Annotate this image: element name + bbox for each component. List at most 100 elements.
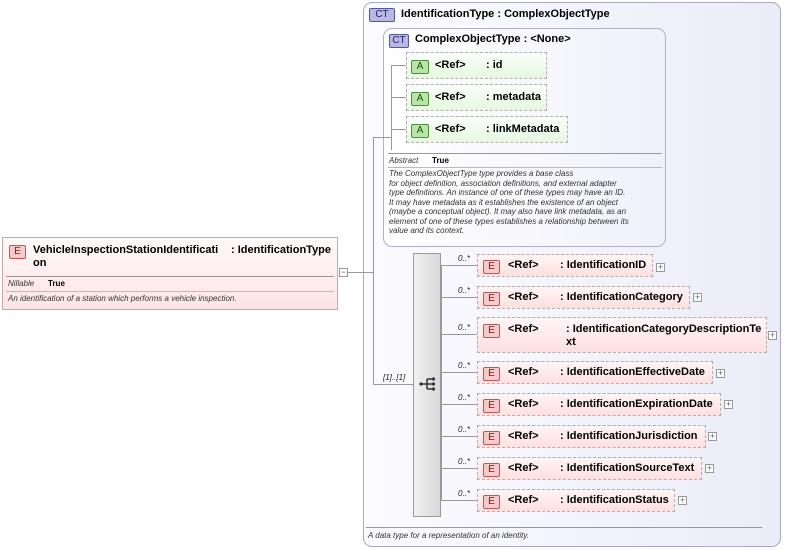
element-identification-category[interactable]: E <Ref> : IdentificationCategory	[477, 286, 690, 309]
attribute-connector	[391, 65, 406, 66]
root-description: An identification of a station which per…	[8, 294, 237, 303]
root-element-box[interactable]: E VehicleInspectionStationIdentificati o…	[2, 237, 338, 310]
element-connector	[441, 436, 477, 437]
element-occurrence: 0..*	[458, 323, 471, 332]
base-type-description: The ComplexObjectType type provides a ba…	[389, 169, 665, 236]
nillable-label: Nillable	[8, 279, 35, 288]
description-line: element of one of these types establishe…	[389, 216, 629, 226]
description-line: type definitions. An instance of one of …	[389, 188, 626, 197]
description-line: value and its context.	[389, 226, 465, 235]
element-ref: <Ref>	[508, 430, 539, 442]
element-identification-category-description-text[interactable]: E <Ref> : IdentificationCategoryDescript…	[477, 317, 767, 353]
element-identification-status[interactable]: E <Ref> : IdentificationStatus	[477, 489, 675, 512]
root-connector	[348, 272, 374, 273]
element-badge: E	[483, 463, 500, 477]
element-connector	[441, 265, 442, 501]
expand-toggle[interactable]: +	[768, 330, 777, 340]
element-ref: <Ref>	[508, 398, 539, 410]
element-name: : IdentificationCategory	[560, 291, 683, 303]
attribute-badge: A	[411, 60, 429, 74]
root-element-name-cont: on	[33, 257, 47, 269]
element-name: : IdentificationExpirationDate	[560, 398, 713, 410]
element-connector	[441, 372, 477, 373]
element-name: : IdentificationSourceText	[560, 462, 695, 474]
element-badge: E	[483, 495, 500, 509]
expand-toggle[interactable]: +	[708, 431, 717, 441]
root-connector	[373, 137, 374, 384]
expand-toggle[interactable]: +	[716, 368, 725, 378]
base-type-badge: CT	[389, 34, 409, 48]
element-badge: E	[483, 324, 500, 338]
expand-toggle[interactable]: +	[724, 399, 733, 409]
element-identification-jurisdiction[interactable]: E <Ref> : IdentificationJurisdiction	[477, 425, 706, 448]
element-connector	[441, 468, 477, 469]
root-element-name: VehicleInspectionStationIdentificati	[33, 244, 219, 256]
outer-type-divider	[366, 527, 762, 528]
base-type-title: ComplexObjectType : <None>	[415, 33, 571, 45]
element-connector	[441, 297, 477, 298]
element-identification-expiration-date[interactable]: E <Ref> : IdentificationExpirationDate	[477, 393, 721, 416]
element-badge: E	[9, 245, 26, 259]
attribute-linkmetadata[interactable]: A <Ref> : linkMetadata	[406, 116, 568, 143]
abstract-value: True	[432, 156, 449, 165]
element-badge: E	[483, 292, 500, 306]
element-connector	[441, 500, 477, 501]
element-badge: E	[483, 431, 500, 445]
sequence-icon	[419, 377, 436, 391]
attribute-badge: A	[411, 124, 429, 138]
description-line: (maybe a conceptual object). It may also…	[389, 207, 627, 216]
root-connector	[373, 384, 413, 385]
element-ref: <Ref>	[508, 494, 539, 506]
attribute-name: : linkMetadata	[486, 123, 560, 135]
element-identification-source-text[interactable]: E <Ref> : IdentificationSourceText	[477, 457, 702, 480]
base-type-divider	[388, 153, 662, 154]
expand-toggle[interactable]: +	[678, 495, 687, 505]
element-connector	[441, 334, 477, 335]
element-badge: E	[483, 260, 500, 274]
attribute-ref: <Ref>	[435, 59, 466, 71]
element-occurrence: 0..*	[458, 361, 471, 370]
attribute-connector	[391, 129, 406, 130]
element-badge: E	[483, 399, 500, 413]
root-connector	[373, 137, 391, 138]
outer-type-description: A data type for a representation of an i…	[368, 531, 529, 540]
outer-type-title: IdentificationType : ComplexObjectType	[401, 8, 610, 20]
expand-toggle[interactable]: +	[693, 292, 702, 302]
expand-toggle[interactable]: +	[656, 262, 665, 272]
attribute-id[interactable]: A <Ref> : id	[406, 52, 547, 79]
element-name: : IdentificationCategoryDescriptionTe	[566, 323, 762, 335]
attribute-badge: A	[411, 92, 429, 106]
element-occurrence: 0..*	[458, 457, 471, 466]
element-occurrence: 0..*	[458, 286, 471, 295]
element-ref: <Ref>	[508, 259, 539, 271]
nillable-value: True	[48, 279, 65, 288]
description-line: It may have metadata as it establishes t…	[389, 197, 619, 207]
description-line: for object definition, association defin…	[389, 178, 617, 188]
element-connector	[441, 265, 477, 266]
element-name-cont: xt	[566, 336, 576, 348]
attribute-metadata[interactable]: A <Ref> : metadata	[406, 84, 547, 111]
attribute-ref: <Ref>	[435, 91, 466, 103]
element-name: : IdentificationStatus	[560, 494, 669, 506]
element-occurrence: 0..*	[458, 425, 471, 434]
element-name: : IdentificationJurisdiction	[560, 430, 698, 442]
element-badge: E	[483, 367, 500, 381]
description-line: The ComplexObjectType type provides a ba…	[389, 169, 574, 178]
element-ref: <Ref>	[508, 366, 539, 378]
element-occurrence: 0..*	[458, 489, 471, 498]
element-ref: <Ref>	[508, 462, 539, 474]
base-type-divider-2	[388, 167, 662, 168]
element-ref: <Ref>	[508, 323, 539, 335]
element-occurrence: 0..*	[458, 254, 471, 263]
element-identification-id[interactable]: E <Ref> : IdentificationID	[477, 254, 653, 277]
root-divider-2	[6, 291, 334, 292]
element-ref: <Ref>	[508, 291, 539, 303]
expand-toggle[interactable]: +	[705, 463, 714, 473]
collapse-toggle[interactable]: −	[339, 267, 348, 277]
root-element-type: : IdentificationType	[231, 244, 332, 256]
element-identification-effective-date[interactable]: E <Ref> : IdentificationEffectiveDate	[477, 361, 713, 384]
element-connector	[441, 404, 477, 405]
element-name: : IdentificationID	[560, 259, 647, 271]
attribute-connector	[391, 97, 406, 98]
complex-type-badge: CT	[369, 8, 395, 22]
